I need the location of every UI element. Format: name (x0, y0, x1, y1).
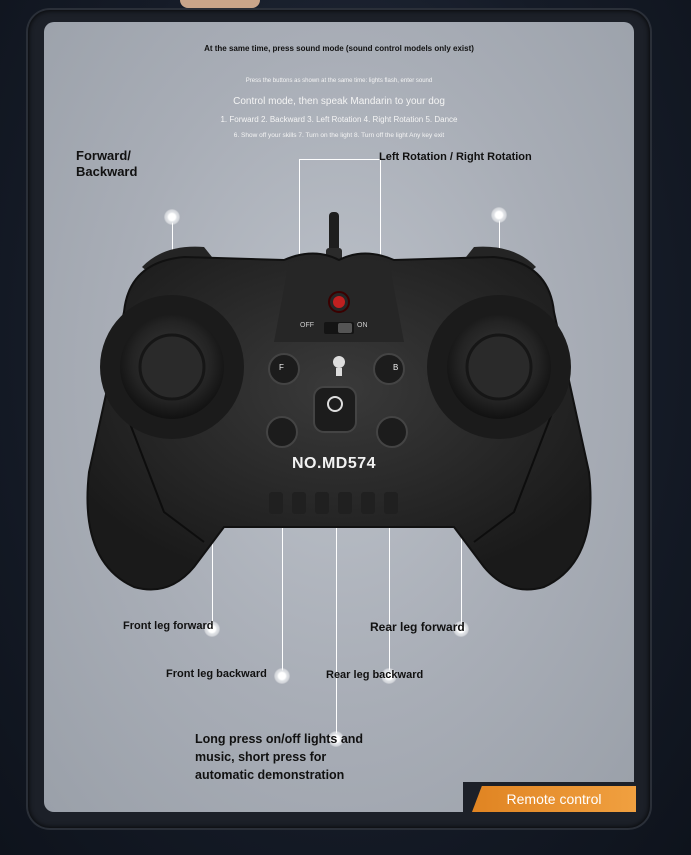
instruction-line-4: 1. Forward 2. Backward 3. Left Rotation … (220, 115, 458, 124)
callout-dot (204, 621, 220, 637)
callout-dot (328, 731, 344, 747)
instruction-line-2: Press the buttons as shown at the same t… (245, 78, 433, 84)
callout-dot (381, 668, 397, 684)
label-front-leg-backward: Front leg backward (166, 668, 267, 680)
callout-dot (491, 207, 507, 223)
label-rear-leg-forward: Rear leg forward (370, 620, 465, 634)
callout-line (282, 432, 283, 677)
callout-dot (453, 621, 469, 637)
remote-control-badge: Remote control (472, 786, 636, 812)
label-front-leg-forward: Front leg forward (123, 620, 214, 632)
callout-dot (164, 209, 180, 225)
switch-on-label: ON (357, 322, 368, 329)
instruction-line-5: 6. Show off your skills 7. Turn on the l… (233, 132, 445, 139)
label-long-press: Long press on/off lights and music, shor… (195, 732, 364, 782)
instruction-line-1: At the same time, press sound mode (soun… (204, 44, 474, 53)
callout-line (336, 417, 337, 737)
hand-edge (180, 0, 260, 8)
switch-off-label: OFF (300, 322, 314, 329)
instruction-line-3: Control mode, then speak Mandarin to you… (233, 96, 445, 107)
callout-line (299, 159, 381, 160)
label-backward: Backward (76, 164, 138, 179)
label-rotation: Left Rotation / Right Rotation (379, 151, 532, 163)
callout-line (389, 432, 390, 677)
callout-dot (274, 668, 290, 684)
label-forward: Forward/ (76, 148, 131, 163)
button-f-label: F (279, 363, 284, 372)
controller-illustration (86, 212, 592, 591)
model-number: NO.MD574 (292, 455, 377, 472)
label-forward-backward: Forward/ Backward (76, 148, 137, 180)
button-b-label: B (393, 363, 399, 372)
label-rear-leg-backward: Rear leg backward (326, 669, 424, 681)
